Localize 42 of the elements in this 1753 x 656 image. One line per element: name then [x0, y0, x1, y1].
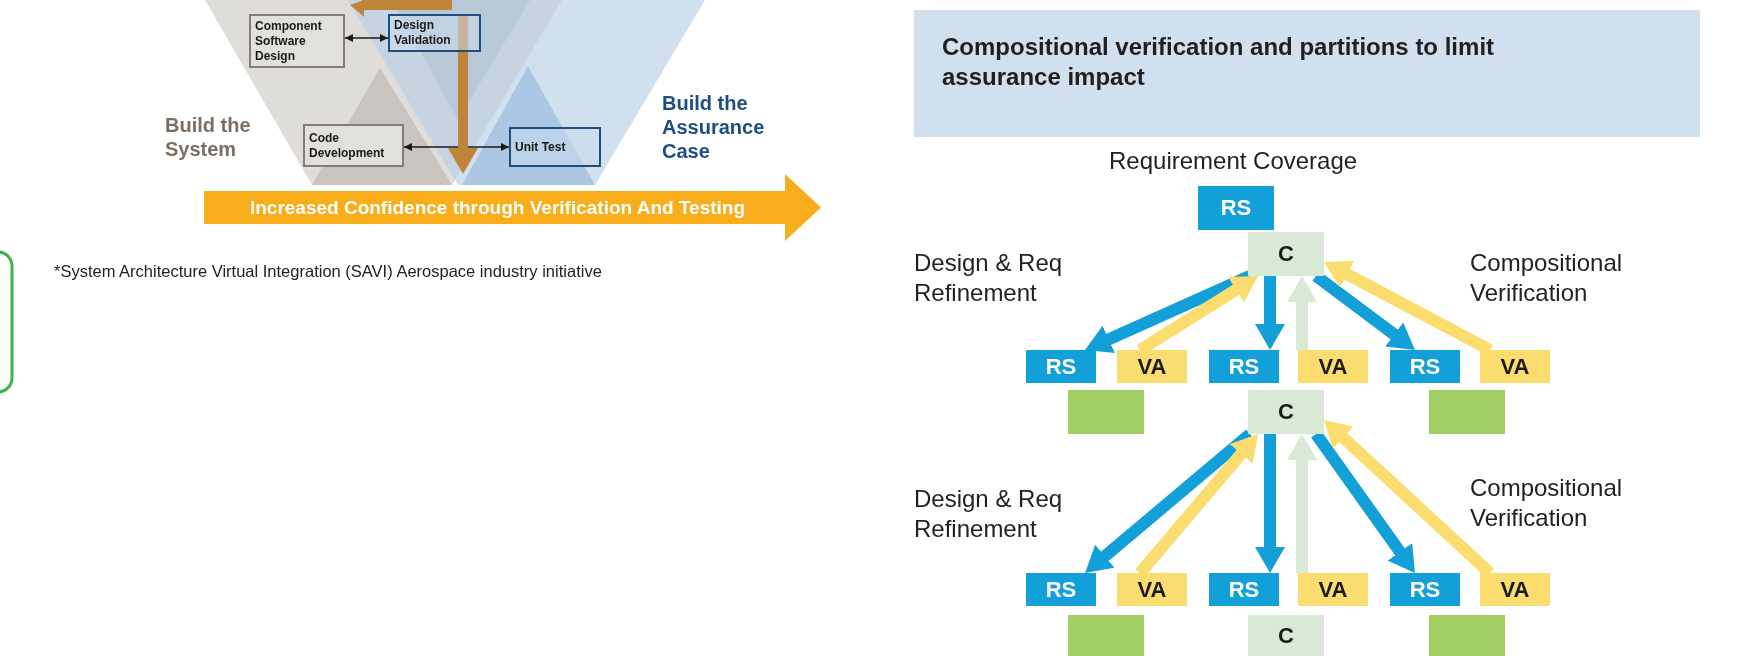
annotation-text: Requirement Coverage	[1109, 146, 1358, 176]
verification-box: VA	[1298, 350, 1368, 383]
requirement-box: RS	[1198, 186, 1274, 230]
component-box: C	[1248, 615, 1324, 656]
thick-arrow	[1287, 276, 1317, 350]
annotation-text: Design & Req Refinement	[914, 248, 1064, 308]
thick-arrow	[1255, 434, 1285, 573]
requirement-box: RS	[1390, 350, 1460, 383]
thick-arrow	[448, 14, 478, 174]
empty-box	[1429, 390, 1505, 434]
requirement-box: RS	[1390, 573, 1460, 606]
verification-box: VA	[1117, 350, 1187, 383]
empty-box	[1068, 390, 1144, 434]
footnote: *System Architecture Virtual Integration (SAVI) Aerospace industry initiative	[54, 261, 602, 281]
process-box: Component Software Design	[249, 14, 345, 68]
requirement-box: RS	[1209, 573, 1279, 606]
double-arrow	[344, 34, 389, 42]
arrow-banner: Increased Confidence through Verification And Testing	[204, 174, 821, 241]
thick-arrow	[1085, 429, 1254, 573]
process-box: Code Development	[303, 124, 404, 167]
requirement-box: RS	[1026, 573, 1096, 606]
annotation-text: Build the Assurance Case	[662, 91, 766, 163]
verification-box: VA	[1480, 573, 1550, 606]
double-arrow	[403, 143, 510, 151]
empty-box	[1068, 615, 1144, 656]
empty-box	[1429, 615, 1505, 656]
process-box: Unit Test	[509, 127, 601, 167]
requirement-box: RS	[1209, 350, 1279, 383]
component-box: C	[1248, 390, 1324, 434]
annotation-text: Design & Req Refinement	[914, 484, 1064, 544]
verification-box: VA	[1480, 350, 1550, 383]
requirement-box: RS	[1026, 350, 1096, 383]
title: Compositional verification and partitions to limit assurance impact	[942, 32, 1496, 92]
component-box: C	[1248, 232, 1324, 276]
annotation-text: Build the System	[165, 113, 252, 161]
verification-box: VA	[1117, 573, 1187, 606]
annotation-text: Compositional Verification	[1470, 473, 1624, 533]
thick-arrow	[1287, 434, 1317, 573]
annotation-text: Compositional Verification	[1470, 248, 1624, 308]
process-box: Design Validation	[388, 14, 481, 52]
thick-arrow	[1255, 276, 1285, 350]
verification-box: VA	[1298, 573, 1368, 606]
